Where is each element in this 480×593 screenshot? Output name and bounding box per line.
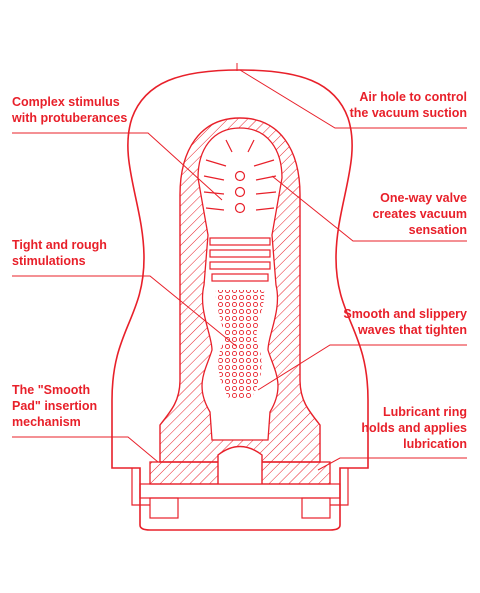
- leader-tight: [12, 275, 237, 347]
- leader-air-hole: [239, 69, 467, 129]
- label-complex-stimulus: Complex stimulus with protuberances: [12, 95, 128, 125]
- valve-holes: [234, 170, 246, 214]
- label-tight-rough: Tight and rough stimulations: [12, 238, 107, 268]
- label-smooth-pad: The "Smooth Pad" insertion mechanism: [12, 383, 98, 429]
- leader-lubricant: [317, 457, 467, 471]
- label-lubricant-ring: Lubricant ring holds and applies lubrica…: [361, 405, 467, 451]
- tight-rings: [209, 237, 271, 282]
- label-one-way-valve: One-way valve creates vacuum sensation: [372, 191, 467, 237]
- leader-waves: [257, 344, 467, 391]
- leader-smooth-pad: [12, 436, 159, 463]
- outer-cup-outline: [111, 69, 369, 531]
- label-smooth-waves: Smooth and slippery waves that tighten: [343, 307, 467, 337]
- leader-lines: [12, 69, 467, 471]
- smooth-pad: [131, 445, 349, 519]
- leader-complex: [12, 132, 223, 201]
- protuberances: [203, 139, 277, 211]
- dotted-waves: [215, 290, 265, 400]
- leader-valve: [271, 175, 467, 242]
- label-air-hole: Air hole to control the vacuum suction: [349, 90, 467, 120]
